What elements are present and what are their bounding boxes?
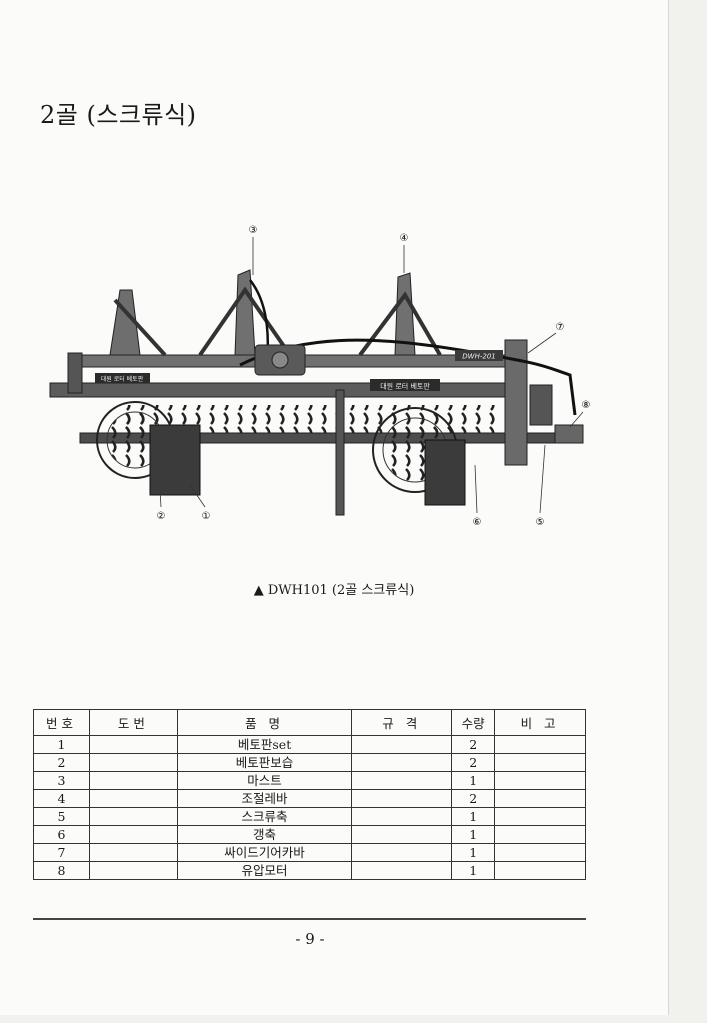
row-quantity: 1	[451, 825, 496, 844]
row-number: 8	[33, 861, 90, 880]
row-spec	[351, 771, 453, 790]
callout-7: ⑦	[556, 322, 565, 333]
table-header-row: 번호 도번 품 명 규 격 수량 비 고	[33, 709, 586, 736]
row-remarks	[494, 861, 586, 880]
figure-caption: ▲ DWH101 (2골 스크류식)	[253, 583, 415, 598]
row-quantity: 1	[451, 771, 496, 790]
callout-6: ⑥	[473, 517, 482, 528]
machine-photo: 대원 로터 베토판 대원 로터 베토판 DWH-201 ③ ④ ⑦ ⑧	[49, 225, 591, 528]
callout-4: ④	[400, 233, 409, 244]
row-number: 2	[33, 753, 90, 772]
row-quantity: 2	[451, 789, 496, 808]
row-number: 4	[33, 789, 90, 808]
beam-label-mid: 대원 로터 베토판	[380, 382, 430, 391]
table-row: 7 싸이드기어카바 1	[33, 843, 586, 862]
row-remarks	[494, 753, 586, 772]
row-part-name: 베토판보습	[176, 753, 353, 772]
callout-3: ③	[249, 225, 258, 236]
row-spec	[351, 789, 453, 808]
row-quantity: 2	[451, 735, 496, 754]
row-drawing	[88, 789, 178, 808]
table-row: 3 마스트 1	[33, 771, 586, 790]
row-quantity: 2	[451, 753, 496, 772]
row-drawing	[88, 807, 178, 826]
callout-2: ②	[157, 511, 166, 522]
callout-5: ⑤	[536, 517, 545, 528]
header-part-name: 품 명	[176, 709, 353, 736]
header-drawing: 도번	[88, 709, 178, 736]
header-number: 번호	[33, 709, 90, 736]
row-part-name: 스크류축	[176, 807, 353, 826]
table-row: 5 스크류축 1	[33, 807, 586, 826]
table-row: 8 유압모터 1	[33, 861, 586, 880]
row-spec	[351, 825, 453, 844]
header-spec: 규 격	[351, 709, 453, 736]
model-plate: DWH-201	[462, 353, 495, 361]
row-part-name: 싸이드기어카바	[176, 843, 353, 862]
row-number: 7	[33, 843, 90, 862]
footer-divider	[33, 918, 586, 920]
row-drawing	[88, 843, 178, 862]
row-spec	[351, 753, 453, 772]
row-remarks	[494, 807, 586, 826]
callout-8: ⑧	[582, 400, 591, 411]
row-drawing	[88, 861, 178, 880]
row-part-name: 갱축	[176, 825, 353, 844]
row-number: 6	[33, 825, 90, 844]
row-remarks	[494, 789, 586, 808]
table-row: 1 베토판set 2	[33, 735, 586, 754]
row-drawing	[88, 825, 178, 844]
page-number: - 9 -	[295, 930, 325, 948]
row-part-name: 베토판set	[176, 735, 353, 754]
beam-label-left: 대원 로터 베토판	[101, 375, 144, 383]
row-remarks	[494, 825, 586, 844]
row-part-name: 마스트	[176, 771, 353, 790]
callout-1: ①	[202, 511, 211, 522]
table-row: 6 갱축 1	[33, 825, 586, 844]
row-drawing	[88, 735, 178, 754]
row-drawing	[88, 753, 178, 772]
row-quantity: 1	[451, 843, 496, 862]
row-part-name: 조절레바	[176, 789, 353, 808]
parts-table: 번호 도번 품 명 규 격 수량 비 고 1 베토판set 2 2 베토판보습	[33, 709, 586, 880]
table-row: 2 베토판보습 2	[33, 753, 586, 772]
header-remarks: 비 고	[494, 709, 586, 736]
header-quantity: 수량	[451, 709, 496, 736]
row-part-name: 유압모터	[176, 861, 353, 880]
row-number: 3	[33, 771, 90, 790]
row-quantity: 1	[451, 807, 496, 826]
row-spec	[351, 843, 453, 862]
row-number: 5	[33, 807, 90, 826]
row-spec	[351, 861, 453, 880]
row-remarks	[494, 771, 586, 790]
row-quantity: 1	[451, 861, 496, 880]
table-row: 4 조절레바 2	[33, 789, 586, 808]
row-drawing	[88, 771, 178, 790]
row-spec	[351, 735, 453, 754]
section-title: 2골 (스크류식)	[40, 101, 197, 129]
row-number: 1	[33, 735, 90, 754]
row-remarks	[494, 735, 586, 754]
row-remarks	[494, 843, 586, 862]
page-sheet: 2골 (스크류식) 대원 로터 베토판 대원 로터 베토판	[0, 0, 668, 1015]
row-spec	[351, 807, 453, 826]
